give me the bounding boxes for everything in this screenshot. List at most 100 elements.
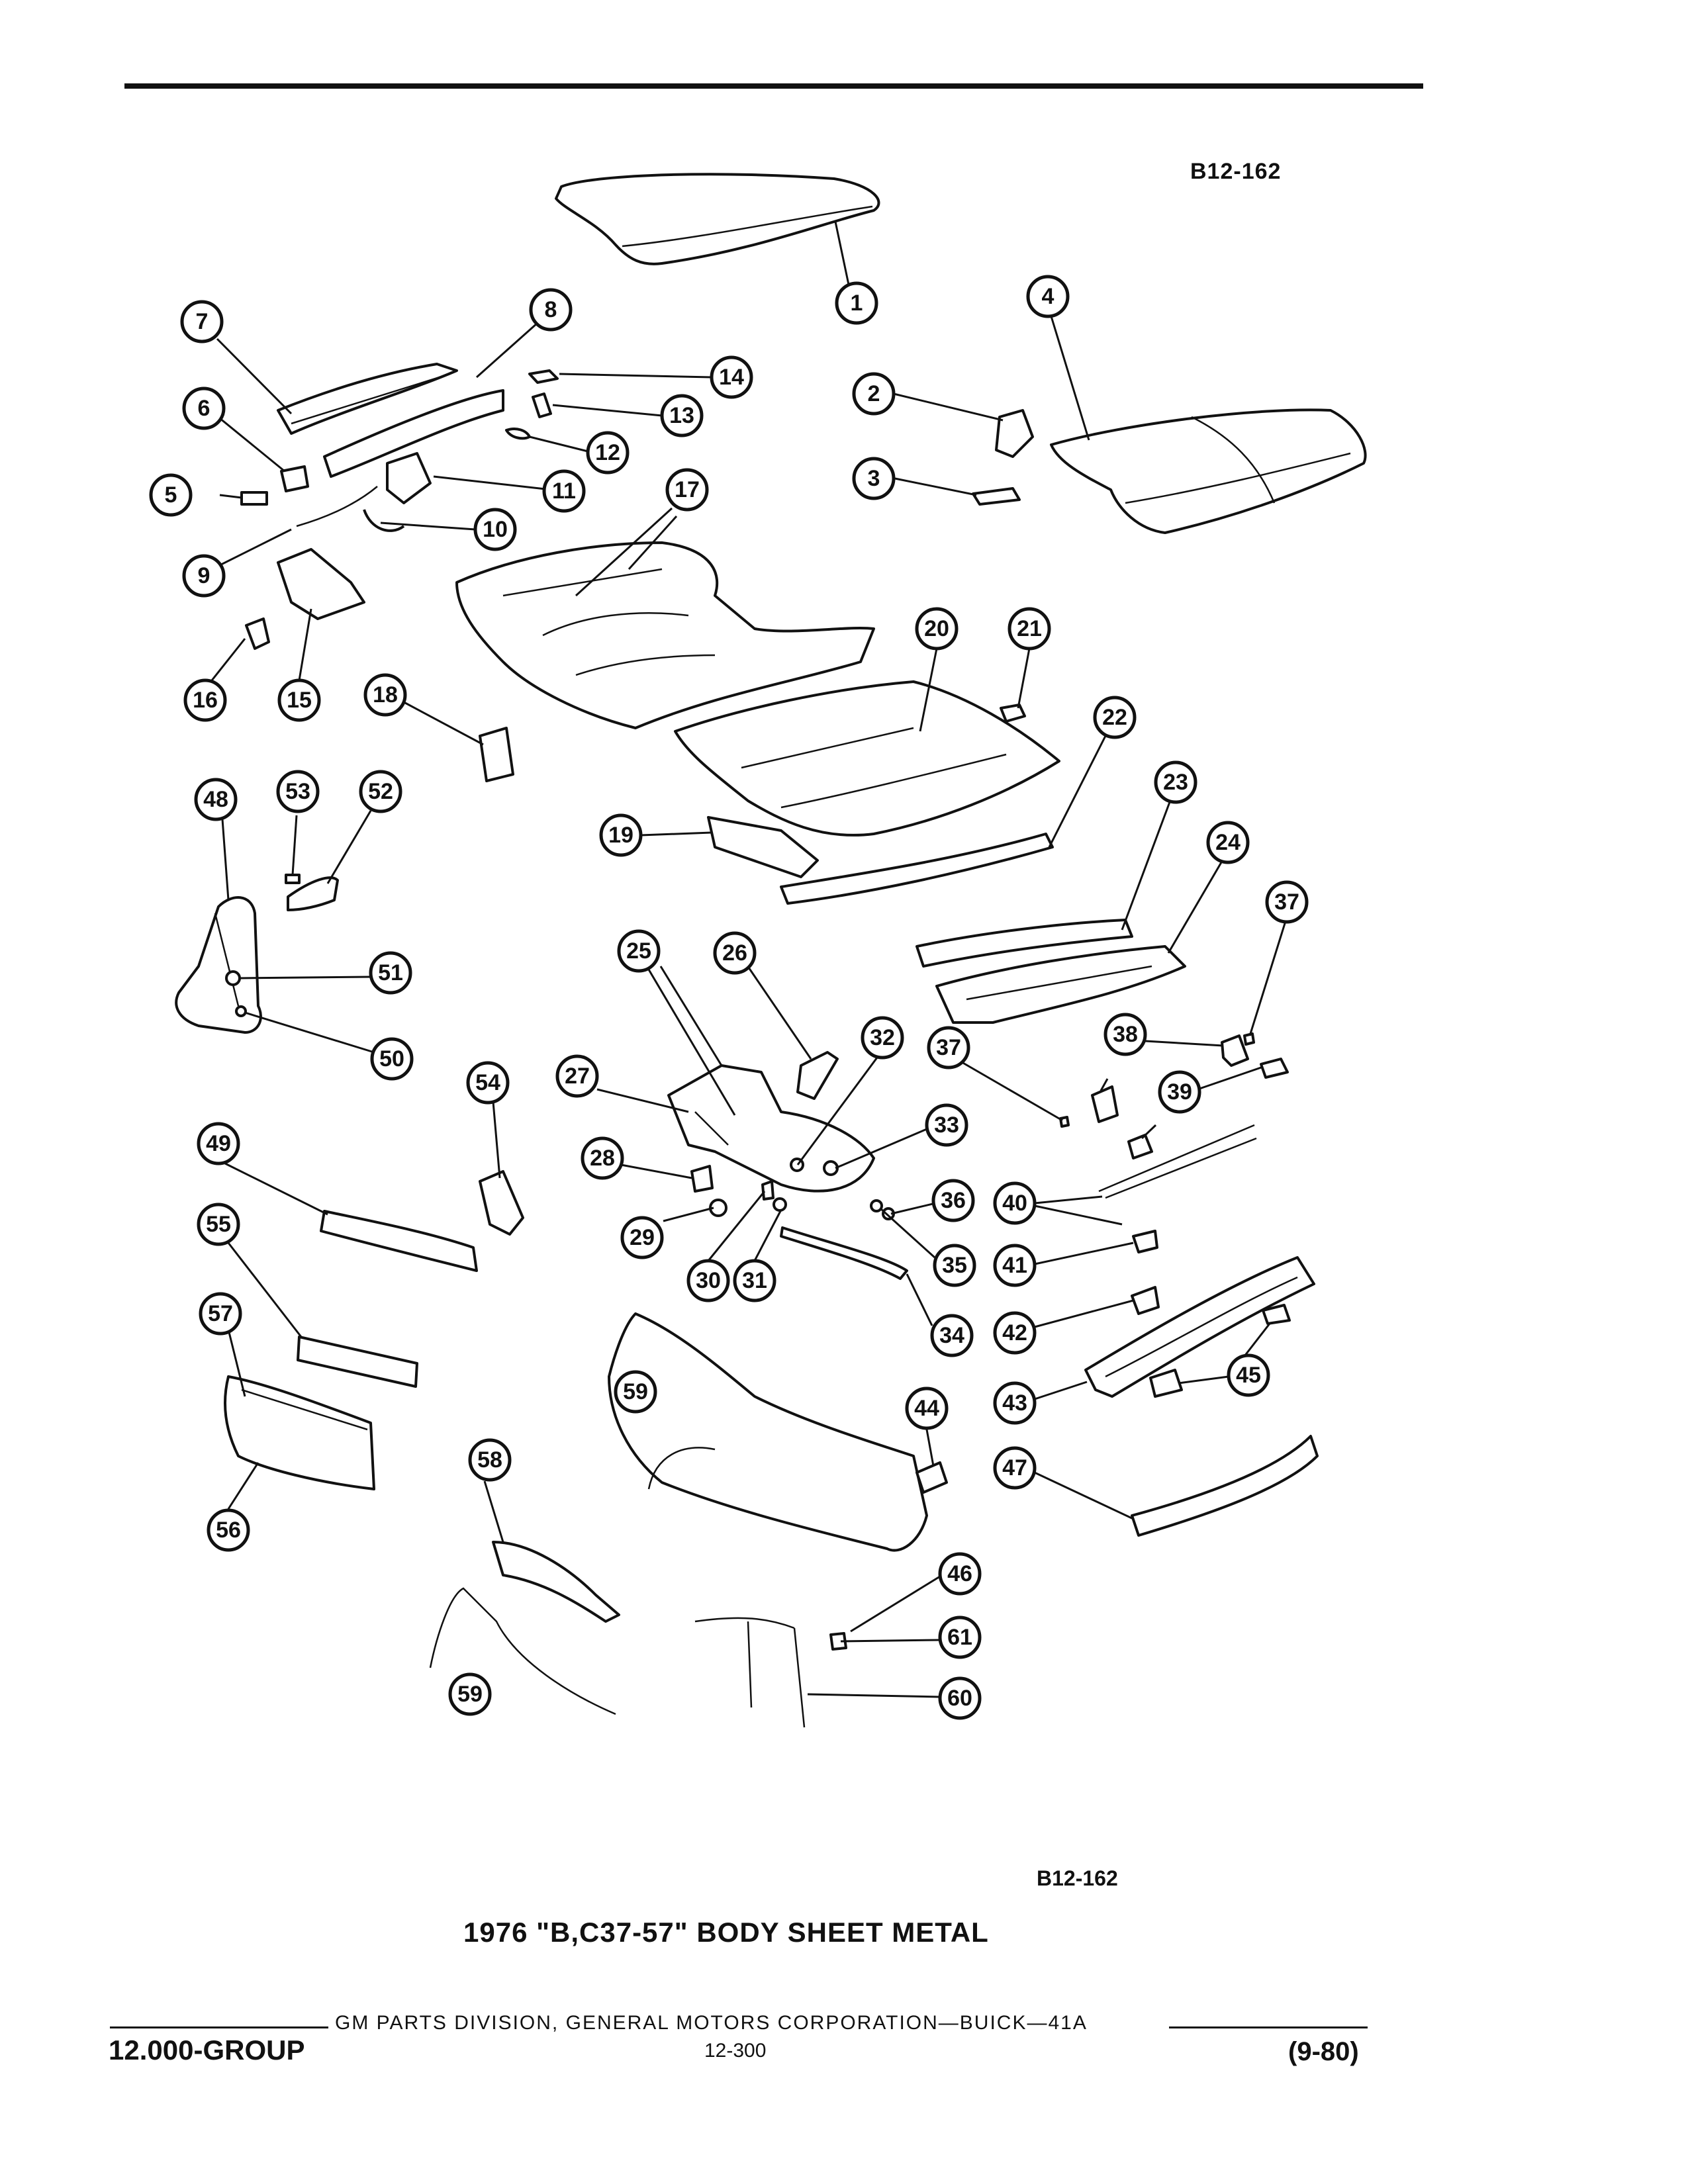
callout-22: 22: [1093, 696, 1137, 739]
part-18: [479, 727, 514, 782]
svg-text:31: 31: [742, 1268, 767, 1293]
svg-text:47: 47: [1002, 1455, 1027, 1480]
callout-5: 5: [149, 473, 193, 517]
svg-text:48: 48: [203, 787, 228, 812]
svg-text:59: 59: [623, 1379, 648, 1404]
callout-27: 27: [555, 1054, 599, 1098]
callout-6: 6: [182, 387, 226, 430]
svg-text:11: 11: [552, 478, 576, 504]
part-15-16: [245, 548, 365, 650]
svg-text:1: 1: [851, 291, 863, 316]
callout-10: 10: [473, 508, 517, 551]
callout-9: 9: [182, 554, 226, 598]
svg-text:42: 42: [1002, 1320, 1027, 1345]
svg-text:34: 34: [939, 1323, 964, 1348]
svg-text:26: 26: [722, 940, 747, 966]
part-45: [1149, 1304, 1291, 1398]
callout-37-left: 37: [927, 1026, 970, 1069]
svg-text:2: 2: [868, 381, 880, 406]
callout-41: 41: [993, 1244, 1037, 1287]
footer-rule-right: [1169, 2026, 1368, 2028]
callout-44: 44: [905, 1387, 949, 1430]
part-cowl-upper: [277, 363, 504, 478]
svg-text:53: 53: [285, 779, 310, 804]
svg-text:16: 16: [193, 688, 218, 713]
footer-group: 12.000-GROUP: [109, 2034, 305, 2066]
svg-text:51: 51: [378, 960, 403, 985]
svg-text:58: 58: [477, 1447, 502, 1473]
footer-publisher: GM PARTS DIVISION, GENERAL MOTORS CORPOR…: [335, 2012, 1088, 2034]
part-roof-panel: [555, 173, 880, 265]
part-small-5: [240, 491, 268, 506]
part-lower-quarter: [429, 1587, 847, 1728]
part-24-shelf: [935, 945, 1186, 1024]
svg-text:12: 12: [595, 440, 620, 465]
callout-37-right: 37: [1265, 880, 1309, 924]
callout-36: 36: [931, 1179, 975, 1222]
callout-21: 21: [1008, 607, 1051, 651]
svg-text:45: 45: [1236, 1363, 1261, 1388]
callout-16: 16: [183, 678, 227, 722]
callout-2: 2: [852, 372, 896, 416]
callout-60: 60: [938, 1676, 982, 1720]
svg-text:59: 59: [457, 1682, 483, 1707]
callout-35: 35: [933, 1244, 976, 1287]
part-front-floor-pan: [455, 541, 875, 729]
callout-31: 31: [733, 1259, 776, 1302]
part-23-panel: [915, 919, 1133, 968]
svg-text:14: 14: [719, 365, 744, 390]
svg-text:5: 5: [165, 482, 177, 508]
svg-text:52: 52: [368, 779, 393, 804]
part-deck-lid: [1050, 408, 1367, 534]
part-25-27-wheelhouse: [667, 1064, 875, 1193]
part-12-13-14: [505, 369, 559, 440]
callout-19: 19: [599, 813, 643, 857]
figure-id-top: B12-162: [1190, 159, 1282, 184]
callout-34: 34: [930, 1314, 974, 1357]
part-small-6: [280, 465, 309, 492]
svg-text:17: 17: [675, 477, 700, 502]
callout-38: 38: [1103, 1013, 1147, 1056]
part-44: [915, 1461, 948, 1494]
part-40-rods: [1098, 1124, 1257, 1199]
svg-text:44: 44: [914, 1396, 939, 1421]
svg-text:25: 25: [626, 938, 651, 964]
callout-55: 55: [197, 1203, 240, 1246]
svg-text:24: 24: [1215, 830, 1241, 855]
part-53: [285, 874, 301, 884]
callout-7: 7: [180, 300, 224, 343]
callout-61: 61: [938, 1615, 982, 1659]
svg-text:54: 54: [475, 1070, 500, 1095]
callout-56: 56: [207, 1508, 250, 1552]
top-rule: [124, 83, 1423, 89]
callout-18: 18: [363, 673, 407, 717]
callout-43: 43: [993, 1381, 1037, 1425]
svg-text:10: 10: [483, 517, 508, 542]
part-19-sill: [707, 816, 819, 878]
callout-48: 48: [194, 778, 238, 821]
callout-42: 42: [993, 1311, 1037, 1355]
svg-text:4: 4: [1042, 284, 1055, 309]
leader-lines: [211, 221, 1287, 1698]
callout-58: 58: [468, 1438, 512, 1482]
svg-text:37: 37: [936, 1035, 961, 1060]
callout-54: 54: [466, 1061, 510, 1105]
callout-49: 49: [197, 1122, 240, 1165]
callout-47: 47: [993, 1446, 1037, 1490]
callout-32: 32: [861, 1016, 904, 1060]
svg-text:57: 57: [208, 1301, 233, 1326]
callout-23: 23: [1154, 760, 1197, 804]
svg-text:20: 20: [924, 616, 949, 641]
callout-28: 28: [581, 1136, 624, 1180]
part-49-rocker: [320, 1210, 478, 1272]
svg-text:3: 3: [868, 466, 880, 491]
svg-text:43: 43: [1002, 1390, 1027, 1416]
svg-text:61: 61: [947, 1625, 972, 1650]
part-50-51: [225, 970, 247, 1017]
callout-45: 45: [1227, 1353, 1270, 1397]
svg-text:39: 39: [1167, 1079, 1192, 1105]
callout-59-lower: 59: [448, 1672, 492, 1716]
part-54: [479, 1170, 524, 1236]
callout-39: 39: [1158, 1070, 1201, 1114]
